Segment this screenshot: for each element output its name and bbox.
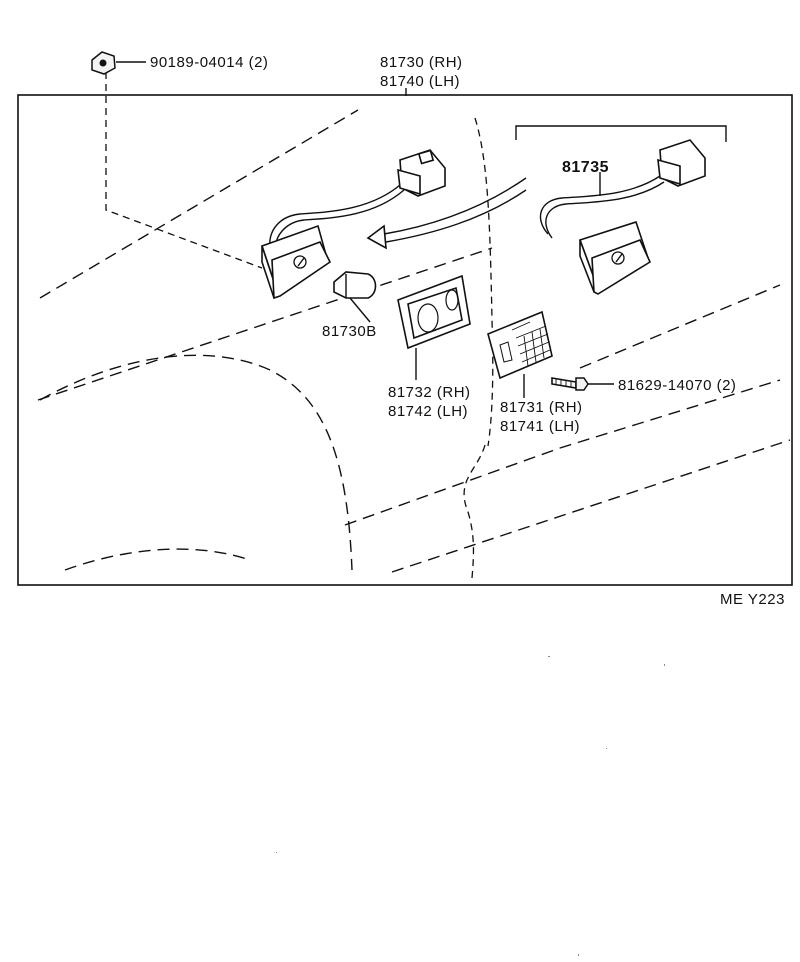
lamp-rh-part-number: 81730 (RH) <box>380 54 463 71</box>
screw-part <box>551 377 614 391</box>
vehicle-body-outline <box>37 109 791 579</box>
socket-part-number: 81735 <box>562 159 609 176</box>
lamp-lens <box>487 310 553 398</box>
socket-assembly <box>539 139 706 295</box>
install-arrow <box>366 177 527 250</box>
lens-lh-part-number: 81741 (LH) <box>500 418 580 435</box>
lamp-lh-part-number: 81740 (LH) <box>380 73 460 90</box>
diagram-frame <box>17 94 793 586</box>
bulb-part-number: 81730B <box>322 323 377 340</box>
lamp-housing <box>397 274 471 380</box>
clip-leader <box>105 72 263 269</box>
screw-part-number: 81629-14070 (2) <box>618 377 736 394</box>
bulb-part <box>333 271 377 323</box>
diagram-code: ME Y223 <box>720 591 785 608</box>
scan-specks <box>276 656 665 956</box>
socket-bracket <box>515 125 727 142</box>
housing-rh-part-number: 81732 (RH) <box>388 384 471 401</box>
clip-part <box>91 51 146 75</box>
housing-lh-part-number: 81742 (LH) <box>388 403 468 420</box>
lens-rh-part-number: 81731 (RH) <box>500 399 583 416</box>
clip-part-number: 90189-04014 (2) <box>150 54 268 71</box>
side-lamp-assembly <box>260 149 446 300</box>
